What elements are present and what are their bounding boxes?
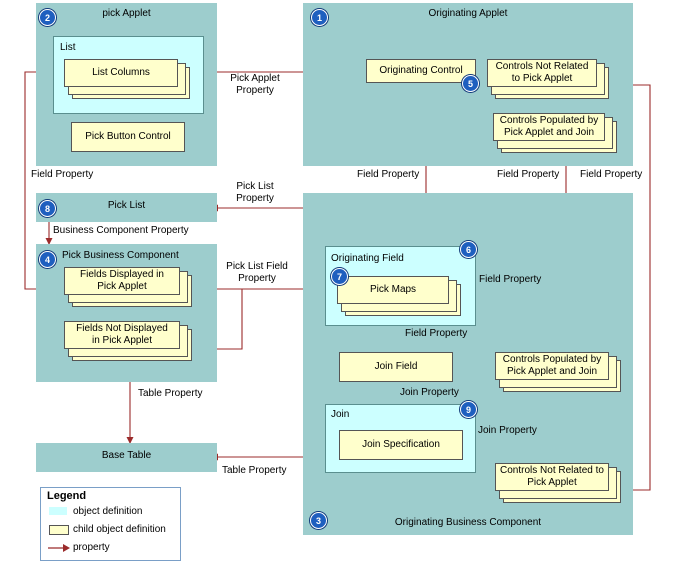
pick-list-title: Pick List [107,200,146,211]
pick-list-field-property-label: Pick List Field Property [226,261,288,284]
pick-maps-box: Pick Maps [337,276,449,304]
badge-5: 5 [462,75,479,92]
badge-8: 8 [39,200,56,217]
controls-not-related-top-stack: Controls Not Related to Pick Applet [487,59,609,101]
controls-populated-bottom-stack: Controls Populated by Pick Applet and Jo… [495,352,621,394]
base-table-title: Base Table [101,450,152,461]
legend-child-object-definition: child object definition [73,524,166,535]
badge-7: 7 [331,268,348,285]
table-property-label-1: Table Property [138,388,203,399]
controls-not-related-top-box: Controls Not Related to Pick Applet [487,59,597,87]
join-specification-box: Join Specification [339,430,463,460]
badge-3: 3 [310,512,327,529]
legend-title: Legend [47,490,87,502]
legend: Legend object definition child object de… [40,487,181,561]
base-table-panel [36,443,217,472]
table-property-label-2: Table Property [222,465,287,476]
badge-6: 6 [460,241,477,258]
pick-list-property-label: Pick List Property [236,181,274,204]
child-object-definition-swatch [49,525,69,535]
fields-displayed-stack: Fields Displayed in Pick Applet [64,267,192,309]
property-arrow-icon [48,544,70,552]
legend-property: property [73,542,110,553]
fields-displayed-box: Fields Displayed in Pick Applet [64,267,180,295]
object-definition-swatch [49,507,67,515]
badge-4: 4 [39,251,56,268]
field-property-joinfield-label: Field Property [405,328,468,339]
pick-applet-property-label: Pick Applet Property [230,73,280,96]
originating-applet-title: Originating Applet [428,8,508,19]
pick-applet-title: pick Applet [102,8,151,19]
originating-business-component-title: Originating Business Component [394,517,542,528]
badge-2: 2 [39,9,56,26]
controls-populated-bottom-box: Controls Populated by Pick Applet and Jo… [495,352,609,380]
originating-field-title: Originating Field [331,253,404,264]
badge-1: 1 [311,9,328,26]
controls-populated-top-box: Controls Populated by Pick Applet and Jo… [493,113,605,141]
pick-business-component-title: Pick Business Component [62,250,179,261]
list-title: List [60,42,76,53]
business-component-property-label: Business Component Property [53,225,189,236]
legend-object-definition: object definition [73,506,143,517]
pick-button-control-box: Pick Button Control [71,122,185,152]
badge-9: 9 [460,401,477,418]
fields-not-displayed-box: Fields Not Displayed in Pick Applet [64,321,180,349]
pick-maps-stack: Pick Maps [337,276,461,318]
field-property-label-right2: Field Property [580,169,643,180]
originating-control-box: Originating Control [366,59,476,83]
field-property-pickmaps-label: Field Property [479,274,542,285]
controls-not-related-bottom-box: Controls Not Related to Pick Applet [495,463,609,491]
join-title: Join [331,409,350,420]
field-property-label-right1: Field Property [497,169,560,180]
join-property-label-2: Join Property [478,425,537,436]
fields-not-displayed-stack: Fields Not Displayed in Pick Applet [64,321,192,363]
join-property-label-1: Join Property [400,387,459,398]
field-property-label-mid: Field Property [357,169,420,180]
list-columns-stack: List Columns [64,59,190,101]
list-columns-box: List Columns [64,59,178,87]
join-field-box: Join Field [339,352,453,382]
field-property-label-left: Field Property [31,169,94,180]
controls-populated-top-stack: Controls Populated by Pick Applet and Jo… [493,113,617,155]
controls-not-related-bottom-stack: Controls Not Related to Pick Applet [495,463,621,505]
pick-list-panel [36,193,217,222]
